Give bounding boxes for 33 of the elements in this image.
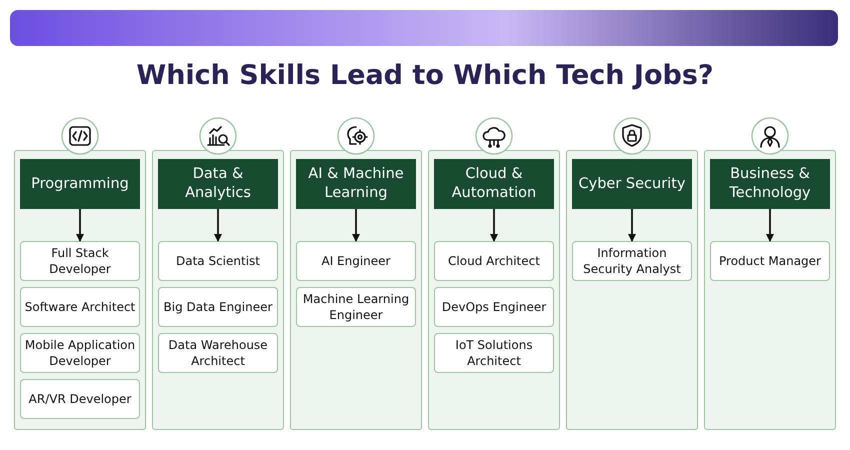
arrow — [214, 209, 222, 242]
category-box: Programming — [20, 159, 140, 209]
job-box: AR/VR Developer — [20, 379, 140, 419]
column-panel — [290, 150, 422, 430]
job-box: Cloud Architect — [434, 241, 554, 281]
column-panel — [152, 150, 284, 430]
job-box: Software Architect — [20, 287, 140, 327]
job-box: Information Security Analyst — [572, 241, 692, 281]
category-box: Cloud & Automation — [434, 159, 554, 209]
job-box: Data Scientist — [158, 241, 278, 281]
column-panel — [428, 150, 560, 430]
column-panel — [566, 150, 698, 430]
job-box: AI Engineer — [296, 241, 416, 281]
job-box: Mobile Application Developer — [20, 333, 140, 373]
job-box: Big Data Engineer — [158, 287, 278, 327]
arrow — [490, 209, 498, 242]
job-box: Data Warehouse Architect — [158, 333, 278, 373]
arrow — [76, 209, 84, 242]
job-box: IoT Solutions Architect — [434, 333, 554, 373]
job-box: Product Manager — [710, 241, 830, 281]
job-box: Full Stack Developer — [20, 241, 140, 281]
job-box: Machine Learning Engineer — [296, 287, 416, 327]
column-panel — [14, 150, 146, 430]
category-box: Cyber Security — [572, 159, 692, 209]
category-box: AI & Machine Learning — [296, 159, 416, 209]
category-box: Data & Analytics — [158, 159, 278, 209]
category-box: Business & Technology — [710, 159, 830, 209]
arrow — [628, 209, 636, 242]
arrow — [766, 209, 774, 242]
title: Which Skills Lead to Which Tech Jobs? — [135, 60, 715, 91]
arrow — [352, 209, 360, 242]
job-box: DevOps Engineer — [434, 287, 554, 327]
column-panel — [704, 150, 836, 430]
